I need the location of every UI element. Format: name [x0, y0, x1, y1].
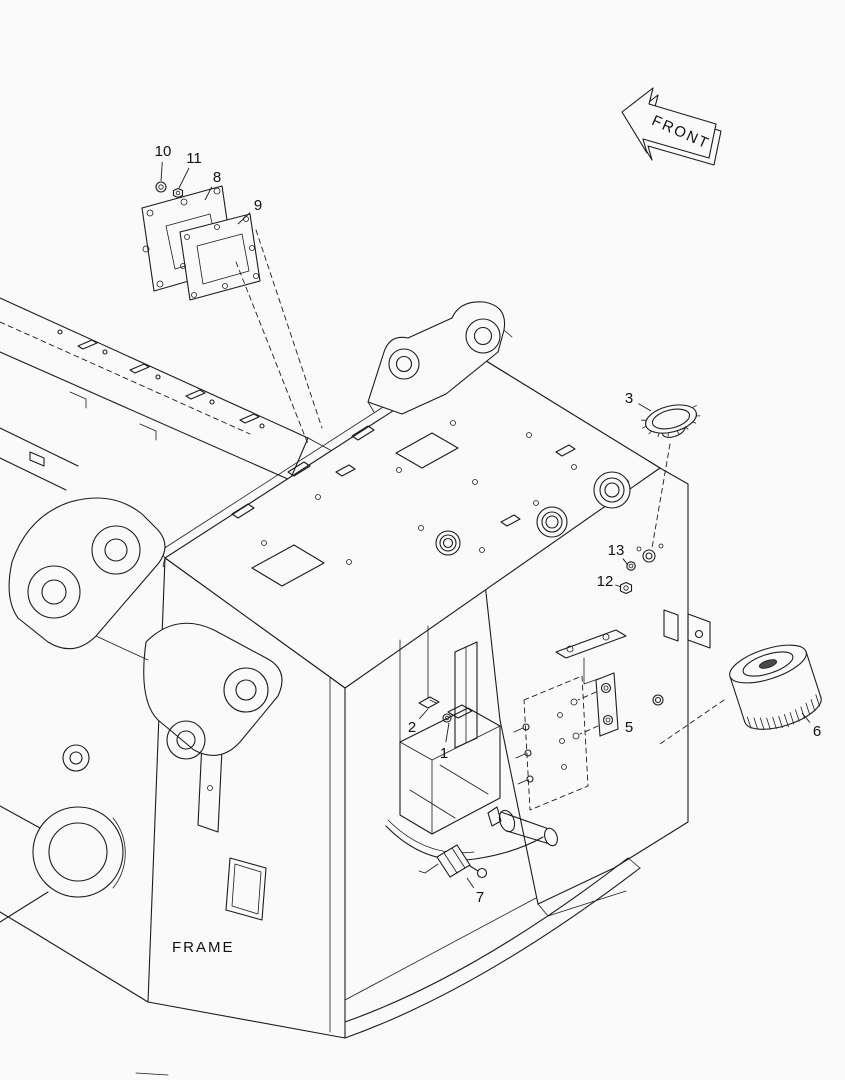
filter-assembly-line [659, 699, 725, 745]
callout-leader-6 [801, 712, 811, 723]
interior-bay [344, 625, 544, 1001]
cap-mount-hole [642, 549, 656, 563]
wall-tab [687, 613, 711, 649]
wall-fasteners [619, 561, 636, 595]
callout-leader-8 [204, 186, 213, 201]
callout-11: 11 [186, 150, 202, 167]
boom-mount-ears [0, 497, 283, 923]
callout-10: 10 [155, 143, 172, 160]
rear-deck-extension [0, 297, 346, 498]
callout-9: 9 [254, 197, 262, 214]
breather-cap [641, 404, 701, 438]
nut-11 [172, 187, 184, 199]
panel-handle-slot [225, 857, 267, 921]
callout-leader-12 [615, 584, 622, 588]
wall-details [513, 543, 711, 811]
oil-filter [729, 644, 822, 730]
callout-2: 2 [408, 719, 416, 736]
callout-leader-2 [418, 708, 429, 720]
hose [385, 825, 544, 861]
bracket-part [570, 672, 619, 740]
callout-12: 12 [597, 573, 614, 590]
base-skid [0, 857, 641, 1076]
l-bracket [555, 629, 627, 659]
callout-3: 3 [625, 390, 633, 407]
callout-leader-13 [622, 558, 629, 566]
callout-13: 13 [608, 542, 625, 559]
rear-tower-plate [367, 301, 513, 415]
hydraulic-elbow [487, 806, 558, 847]
deck-hatch [251, 544, 325, 587]
cover-plate-group [141, 181, 323, 445]
cap-assembly-line [651, 443, 671, 549]
frame-label: FRAME [172, 939, 235, 956]
callout-leader-11 [178, 167, 190, 189]
plug-fitting [418, 696, 452, 723]
callout-7: 7 [476, 889, 484, 906]
callout-leader-3 [638, 403, 652, 412]
deck-opening [395, 432, 459, 469]
callout-leader-10 [160, 161, 163, 182]
front-arrow: FRONT [621, 87, 722, 166]
washer-10 [155, 181, 167, 193]
callout-1: 1 [440, 745, 448, 762]
front-arrow-shadow [626, 94, 722, 166]
callout-leader-7 [466, 877, 475, 889]
callout-8: 8 [213, 169, 221, 186]
pressure-sensor [418, 844, 488, 879]
wall-rect-hole [663, 609, 679, 642]
callout-6: 6 [813, 723, 821, 740]
engine-mounts [435, 471, 631, 556]
callout-leader-1 [445, 722, 450, 743]
callout-leader-9 [237, 212, 251, 225]
front-arrow-body [621, 87, 717, 159]
callout-5: 5 [625, 719, 633, 736]
gasket-9 [179, 213, 261, 301]
